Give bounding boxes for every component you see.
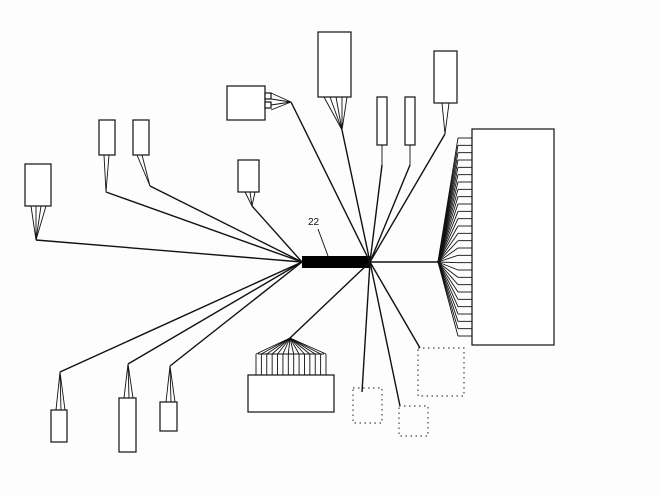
fan-wire — [437, 261, 459, 278]
fan-wire — [437, 225, 459, 263]
connector-center-small — [237, 159, 260, 207]
bottom-connector-fan-wires — [255, 337, 327, 375]
callout-leader — [317, 228, 329, 257]
fan-wire — [437, 261, 459, 264]
fan-wire — [437, 211, 459, 263]
connector-bottom-center — [247, 337, 335, 413]
fan-wire — [437, 254, 459, 263]
fan-wire — [289, 337, 305, 355]
connector-top-left-a — [98, 119, 116, 193]
terminal-slim-a — [376, 96, 388, 165]
fan-wire — [261, 337, 291, 355]
main-connector-fan-wires — [437, 137, 459, 337]
fan-wire — [437, 218, 459, 263]
fan-wire — [271, 337, 291, 355]
connector-bottom-left-b — [118, 363, 137, 453]
main-connector-pins — [458, 137, 472, 337]
fan-wire — [437, 261, 459, 293]
fan-wire — [289, 337, 327, 355]
fan-wire — [289, 337, 295, 355]
connector-bottom-left-c — [159, 365, 178, 432]
connector-left-large — [24, 163, 52, 241]
connector-upper-center — [226, 85, 292, 121]
fan-wire — [287, 337, 291, 355]
fan-wire — [266, 337, 291, 355]
connector-top-left-b — [132, 119, 151, 187]
left-branch-wires — [35, 185, 303, 373]
optional-connector-small-a — [352, 387, 383, 424]
fan-wire — [289, 337, 300, 355]
fan-wire — [437, 233, 459, 263]
connector-top-right — [433, 50, 458, 135]
connector-bottom-left-a — [50, 371, 68, 443]
fan-wire — [437, 261, 459, 285]
callout-label: 22 — [308, 217, 320, 228]
harness-trunk — [302, 256, 370, 268]
fan-wire — [437, 261, 459, 300]
fan-wire — [277, 337, 291, 355]
fan-wire — [437, 240, 459, 263]
terminal-slim-b — [404, 96, 416, 165]
fan-wire — [437, 261, 459, 271]
right-branch-wires — [289, 101, 446, 407]
fan-wire — [437, 261, 459, 337]
optional-connector-small-b — [398, 405, 429, 437]
fan-wire — [437, 247, 459, 263]
optional-connector-large — [417, 347, 465, 397]
connector-top-center — [317, 31, 352, 131]
connector-main-right — [437, 128, 555, 346]
fan-wire — [289, 337, 311, 355]
fan-wire — [282, 337, 291, 355]
